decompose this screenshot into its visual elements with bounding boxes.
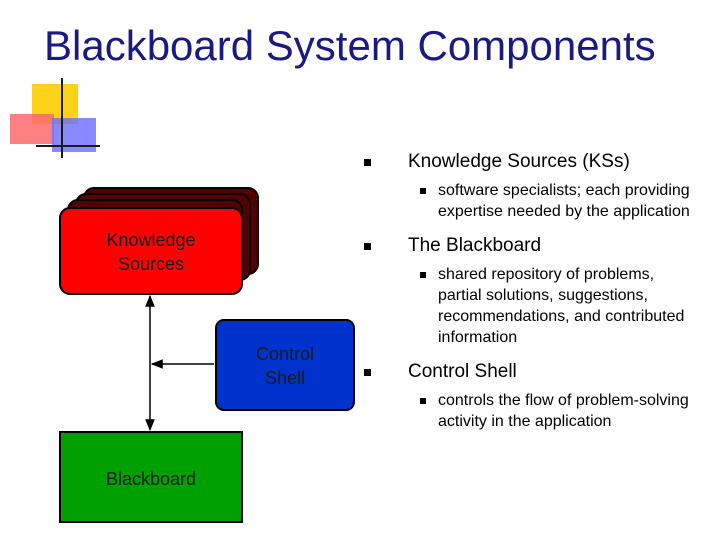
bullet-list: Knowledge Sources (KSs) software special… (360, 150, 700, 432)
control-shell-box (215, 319, 355, 411)
control-shell-label: Control Shell (255, 344, 315, 388)
bullet-marker (420, 272, 426, 278)
blackboard-box (59, 431, 243, 523)
bullet-control-shell: Control Shell (360, 360, 700, 384)
bullet-marker (364, 369, 371, 376)
bullet-marker (364, 243, 371, 250)
sub-bullet: controls the flow of problem-solving act… (360, 390, 700, 432)
bullet-marker (420, 398, 426, 404)
sub-bullet: shared repository of problems, partial s… (360, 264, 700, 348)
sub-bullet: software specialists; each providing exp… (360, 180, 700, 222)
diagram (59, 187, 355, 523)
bullet-blackboard: The Blackboard (360, 234, 700, 258)
page-title: Blackboard System Components (44, 22, 656, 69)
knowledge-sources-label: Knowledge Sources (106, 230, 196, 274)
bullet-knowledge-sources: Knowledge Sources (KSs) (360, 150, 700, 174)
logo-graphic (10, 78, 100, 158)
bullet-marker (420, 188, 426, 194)
bullet-marker (364, 159, 371, 166)
knowledge-sources-box (59, 207, 243, 295)
knowledge-sources-stack (59, 187, 259, 295)
blackboard-label: Blackboard (105, 469, 197, 489)
